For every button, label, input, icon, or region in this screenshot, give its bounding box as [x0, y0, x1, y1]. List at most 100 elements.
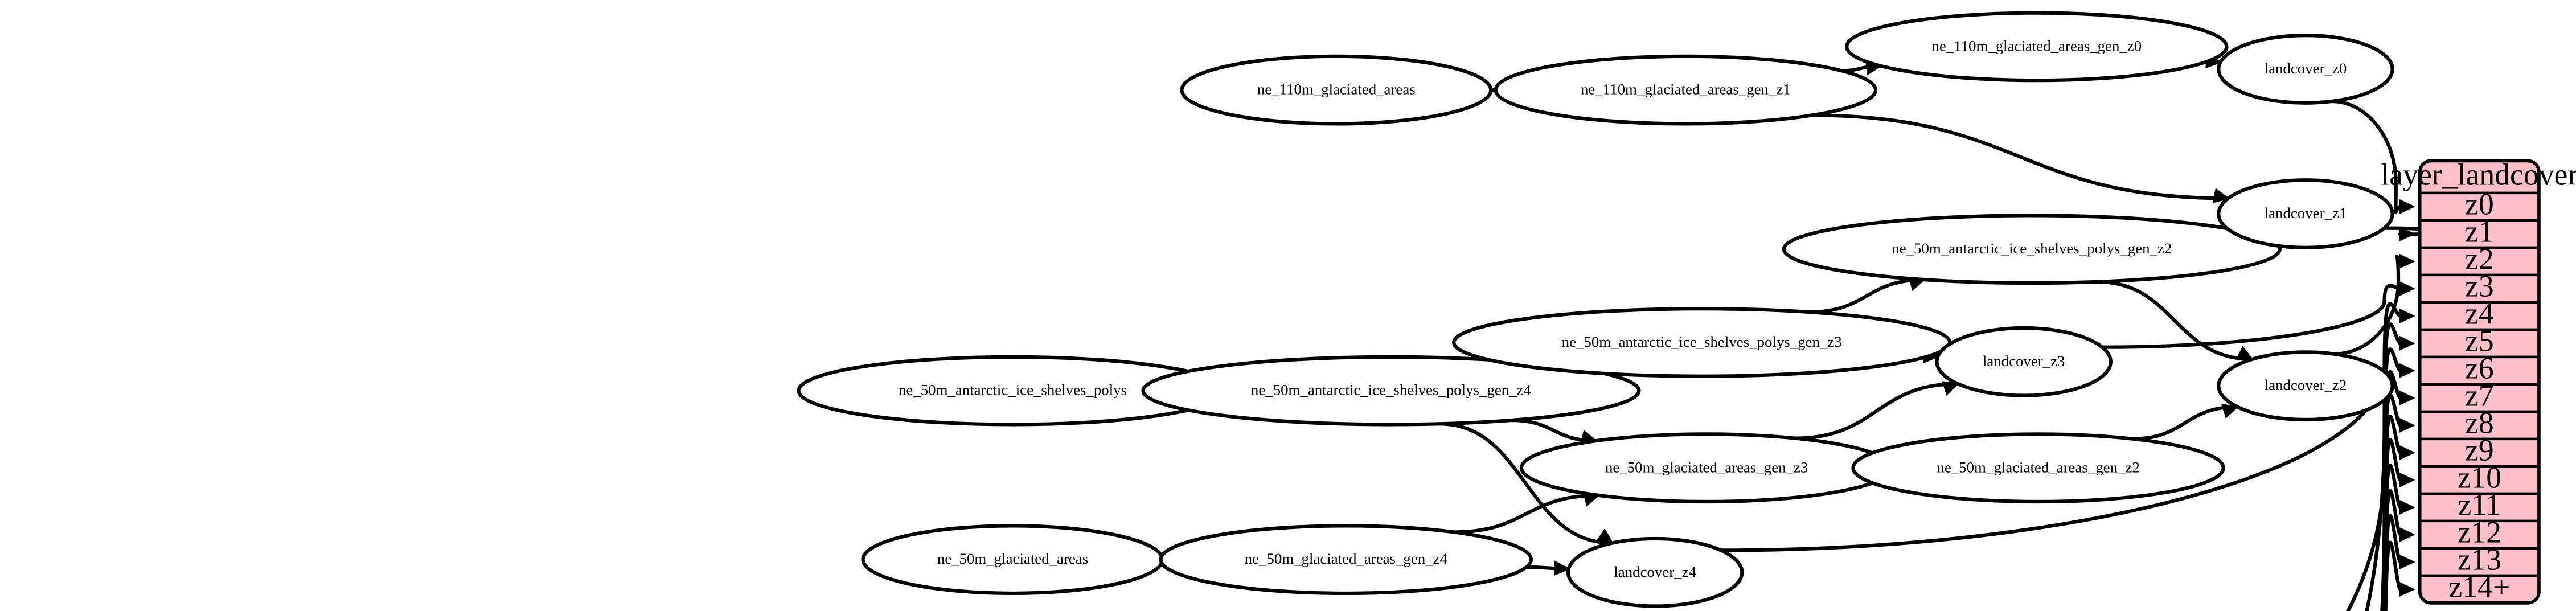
table-row-z6[interactable]: z6	[2465, 351, 2494, 386]
node-label-landcover_z1: landcover_z1	[2265, 204, 2347, 222]
node-shape-ne_50m_glaciated_areas_gen_z2[interactable]	[1851, 432, 2225, 504]
arrowhead-layer_landcover_z14_	[2398, 581, 2415, 597]
table-row-z12[interactable]: z12	[2458, 515, 2502, 550]
node-label-ne_50m_antarctic_ice_shelves_polys: ne_50m_antarctic_ice_shelves_polys	[899, 382, 1127, 399]
table-row-z0[interactable]: z0	[2465, 187, 2494, 222]
arrowhead-layer_landcover_z13	[2398, 554, 2415, 570]
table-node-layer-landcover[interactable]: layer_landcoverz0z1z2z3z4z5z6z7z8z9z10z1…	[2381, 157, 2576, 605]
node-label-ne_50m_glaciated_areas: ne_50m_glaciated_areas	[937, 550, 1088, 567]
edge-landcover_z6-to-layer_landcover_z6	[2345, 347, 2402, 611]
node-shape-ne_110m_glaciated_areas_gen_z1[interactable]	[1494, 54, 1878, 126]
node-ne_50m_glaciated_areas_gen_z3[interactable]: ne_50m_glaciated_areas_gen_z3	[1519, 432, 1894, 504]
edges-layer	[1141, 53, 2451, 611]
table-header-label: layer_landcover	[2381, 157, 2576, 191]
node-shape-landcover_z0[interactable]	[2217, 34, 2394, 105]
table-row-z7[interactable]: z7	[2465, 379, 2494, 413]
node-label-ne_110m_glaciated_areas: ne_110m_glaciated_areas	[1257, 81, 1416, 98]
arrowhead-layer_landcover_z1	[2398, 226, 2415, 242]
node-ne_50m_glaciated_areas_gen_z4[interactable]: ne_50m_glaciated_areas_gen_z4	[1159, 524, 1533, 596]
edge-ne_110m_glaciated_areas_gen_z1-to-landcover_z1	[1812, 113, 2229, 200]
node-label-ne_110m_glaciated_areas_gen_z1: ne_110m_glaciated_areas_gen_z1	[1581, 81, 1791, 98]
nodes-layer: imposm3osm_landcover_polygonsimplify_vw_…	[797, 11, 2394, 608]
table-row-z14plus[interactable]: z14+	[2448, 570, 2510, 604]
edge-osm_landcover_gen_z9-to-layer_landcover_z9	[2382, 415, 2402, 611]
node-label-ne_50m_antarctic_ice_shelves_polys_gen_z3: ne_50m_antarctic_ice_shelves_polys_gen_z…	[1562, 333, 1842, 350]
node-shape-landcover_z1[interactable]	[2217, 178, 2394, 249]
arrowhead-landcover_z1	[2212, 188, 2230, 203]
edge-ne_50m_glaciated_areas_gen_z4-to-ne_50m_glaciated_areas_gen_z3	[1454, 493, 1599, 534]
node-landcover_z2[interactable]: landcover_z2	[2217, 350, 2394, 422]
node-ne_110m_glaciated_areas_gen_z1[interactable]: ne_110m_glaciated_areas_gen_z1	[1494, 54, 1878, 126]
node-ne_50m_glaciated_areas[interactable]: ne_50m_glaciated_areas	[861, 524, 1164, 596]
node-label-ne_50m_antarctic_ice_shelves_polys_gen_z2: ne_50m_antarctic_ice_shelves_polys_gen_z…	[1892, 240, 2172, 257]
arrowhead-layer_landcover_z11	[2398, 499, 2415, 515]
table-row-z1[interactable]: z1	[2465, 215, 2494, 249]
node-shape-landcover_z4[interactable]	[1566, 536, 1744, 608]
node-shape-ne_110m_glaciated_areas[interactable]	[1180, 54, 1493, 126]
table-row-z9[interactable]: z9	[2465, 433, 2494, 468]
node-shape-ne_50m_glaciated_areas_gen_z4[interactable]	[1159, 524, 1533, 596]
edge-osm_landcover_gen_z10-to-layer_landcover_z10	[2382, 438, 2402, 611]
node-label-landcover_z0: landcover_z0	[2265, 60, 2347, 77]
node-landcover_z0[interactable]: landcover_z0	[2217, 34, 2394, 105]
node-label-ne_110m_glaciated_areas_gen_z0: ne_110m_glaciated_areas_gen_z0	[1931, 37, 2142, 54]
node-ne_50m_glaciated_areas_gen_z2[interactable]: ne_50m_glaciated_areas_gen_z2	[1851, 432, 2225, 504]
edge-ne_50m_antarctic_ice_shelves_polys_gen_z4-to-landcover_z4	[1439, 422, 1613, 545]
node-label-ne_50m_antarctic_ice_shelves_polys_gen_z4: ne_50m_antarctic_ice_shelves_polys_gen_z…	[1251, 382, 1531, 399]
node-landcover_z4[interactable]: landcover_z4	[1566, 536, 1744, 608]
node-ne_110m_glaciated_areas_gen_z0[interactable]: ne_110m_glaciated_areas_gen_z0	[1845, 11, 2229, 83]
node-shape-ne_50m_antarctic_ice_shelves_polys_gen_z2[interactable]	[1782, 214, 2282, 285]
table-row-z3[interactable]: z3	[2465, 269, 2494, 304]
arrowhead-landcover_z4	[1595, 528, 1614, 544]
node-shape-ne_50m_antarctic_ice_shelves_polys_gen_z4[interactable]	[1141, 355, 1641, 427]
edge-landcover_z4-to-layer_landcover_z4	[1721, 302, 2401, 552]
table-row-z13[interactable]: z13	[2458, 543, 2502, 577]
arrowhead-layer_landcover_z8	[2398, 417, 2415, 433]
edge-landcover_z2-to-layer_landcover_z2	[2333, 255, 2401, 356]
edge-landcover_z3-to-layer_landcover_z3	[2102, 284, 2401, 349]
node-ne_50m_antarctic_ice_shelves_polys_gen_z4[interactable]: ne_50m_antarctic_ice_shelves_polys_gen_z…	[1141, 355, 1641, 427]
node-ne_110m_glaciated_areas[interactable]: ne_110m_glaciated_areas	[1180, 54, 1493, 126]
table-row-z5[interactable]: z5	[2465, 324, 2494, 358]
node-label-landcover_z3: landcover_z3	[1983, 352, 2065, 370]
edge-osm_landcover_gen_z11-to-layer_landcover_z11	[2382, 464, 2402, 611]
edge-ne_50m_glaciated_areas_gen_z3-to-landcover_z3	[1795, 382, 1958, 440]
node-ne_50m_antarctic_ice_shelves_polys_gen_z2[interactable]: ne_50m_antarctic_ice_shelves_polys_gen_z…	[1782, 214, 2282, 285]
edge-osm_landcover_gen_z7-to-layer_landcover_z7	[2380, 370, 2402, 611]
arrowhead-layer_landcover_z3	[2398, 281, 2415, 297]
edge-landcover_z5-to-layer_landcover_z5	[2365, 322, 2402, 611]
table-row-z11[interactable]: z11	[2458, 488, 2501, 522]
node-shape-landcover_z2[interactable]	[2217, 350, 2394, 422]
node-ne_50m_antarctic_ice_shelves_polys[interactable]: ne_50m_antarctic_ice_shelves_polys	[797, 355, 1229, 427]
arrowhead-landcover_z3	[1942, 381, 1960, 396]
node-shape-landcover_z3[interactable]	[1935, 326, 2113, 397]
edge-ne_50m_glaciated_areas_gen_z2-to-landcover_z2	[2132, 405, 2238, 441]
arrowhead-landcover_z2	[2235, 346, 2254, 360]
node-label-landcover_z4: landcover_z4	[1614, 563, 1696, 580]
node-landcover_z1[interactable]: landcover_z1	[2217, 178, 2394, 249]
arrowhead-layer_landcover_z6	[2398, 363, 2415, 379]
node-label-ne_50m_glaciated_areas_gen_z3: ne_50m_glaciated_areas_gen_z3	[1605, 458, 1808, 475]
edge-ne_50m_antarctic_ice_shelves_polys_gen_z2-to-landcover_z2	[2097, 280, 2253, 361]
node-shape-ne_110m_glaciated_areas_gen_z0[interactable]	[1845, 11, 2229, 83]
node-landcover_z3[interactable]: landcover_z3	[1935, 326, 2113, 397]
table-row-z2[interactable]: z2	[2465, 242, 2494, 276]
arrowhead-layer_landcover_z5	[2398, 335, 2415, 351]
edge-osm_landcover_polygon-to-layer_landcover_z14_	[2384, 540, 2402, 611]
edge-ne_50m_antarctic_ice_shelves_polys_gen_z3-to-ne_50m_antarctic_ice_shelves_polys_gen_z2	[1809, 277, 1925, 314]
table-row-z10[interactable]: z10	[2458, 461, 2502, 495]
arrowhead-landcover_z4	[1553, 560, 1571, 576]
node-label-ne_50m_glaciated_areas_gen_z4: ne_50m_glaciated_areas_gen_z4	[1245, 550, 1447, 567]
table-row-z4[interactable]: z4	[2465, 297, 2494, 331]
table-row-z8[interactable]: z8	[2465, 406, 2494, 440]
arrowhead-layer_landcover_z4	[2398, 308, 2415, 324]
arrowhead-layer_landcover_z10	[2398, 472, 2415, 488]
table-node-layer: layer_landcoverz0z1z2z3z4z5z6z7z8z9z10z1…	[2381, 157, 2576, 605]
arrowhead-layer_landcover_z2	[2398, 253, 2415, 269]
node-label-ne_50m_glaciated_areas_gen_z2: ne_50m_glaciated_areas_gen_z2	[1937, 458, 2139, 475]
node-ne_50m_antarctic_ice_shelves_polys_gen_z3[interactable]: ne_50m_antarctic_ice_shelves_polys_gen_z…	[1452, 307, 1952, 378]
edge-landcover_z0-to-layer_landcover_z0	[2331, 99, 2401, 214]
edge-osm_landcover_gen_z13-to-layer_landcover_z13	[2383, 514, 2402, 611]
